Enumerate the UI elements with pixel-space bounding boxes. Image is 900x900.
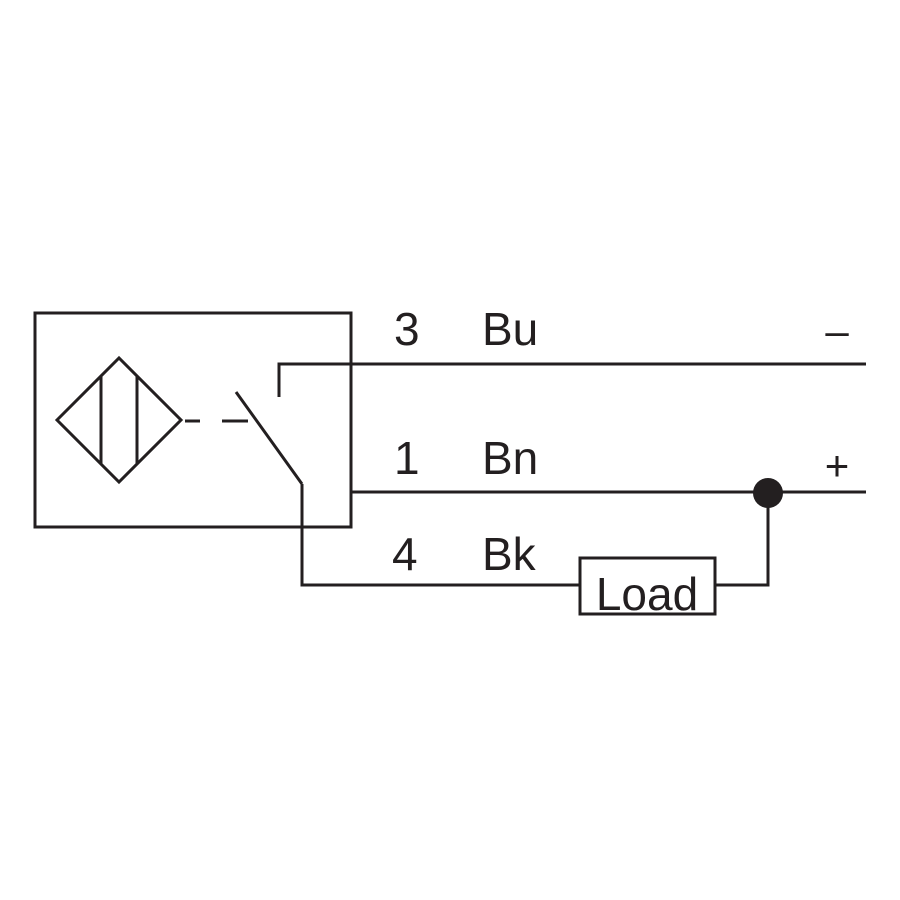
load-box (578, 556, 717, 616)
wire-3-color-code: Bu (482, 303, 538, 355)
wire-4-pin: 4 (392, 528, 418, 580)
wire-3-polarity: – (825, 307, 849, 354)
sensor-housing (33, 311, 353, 529)
wire-4-line (300, 484, 580, 587)
switch-contact-icon (234, 362, 866, 485)
wire-1-polarity: + (825, 442, 850, 489)
wire-3-pin: 3 (394, 303, 420, 355)
load-label: Load (596, 568, 698, 620)
wire-1-color-code: Bn (482, 432, 538, 484)
wire-4-color-code: Bk (482, 528, 537, 580)
load-return-line (715, 493, 770, 587)
wire-1-pin: 1 (394, 432, 420, 484)
inductive-sensor-icon (54, 355, 184, 485)
